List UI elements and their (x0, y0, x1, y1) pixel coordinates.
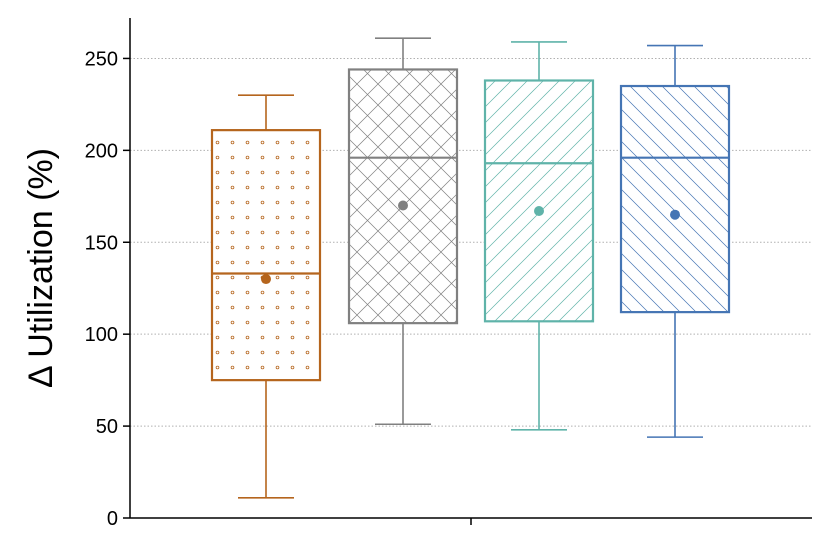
box-series-4 (619, 44, 731, 438)
y-tick-label: 0 (107, 508, 118, 530)
axes (129, 18, 812, 525)
y-tick-label: 50 (96, 416, 118, 438)
y-tick-label: 150 (85, 232, 118, 254)
box-iqr (483, 79, 595, 323)
box-iqr (619, 84, 731, 314)
y-tick-label: 250 (85, 48, 118, 70)
box-iqr (347, 68, 459, 325)
box-series-group (210, 37, 731, 499)
mean-marker (534, 206, 544, 217)
y-ticks: 0 50 100 150 200 250 (85, 48, 130, 530)
box-series-1 (210, 94, 322, 499)
box-series-3 (483, 41, 595, 431)
mean-marker (670, 209, 680, 220)
y-tick-label: 200 (85, 140, 118, 162)
mean-marker (398, 200, 408, 211)
box-iqr (210, 129, 322, 382)
mean-marker (261, 274, 271, 285)
box-series-2 (347, 37, 459, 426)
y-axis-title: Δ Utilization (%) (22, 148, 60, 388)
y-tick-label: 100 (85, 324, 118, 346)
